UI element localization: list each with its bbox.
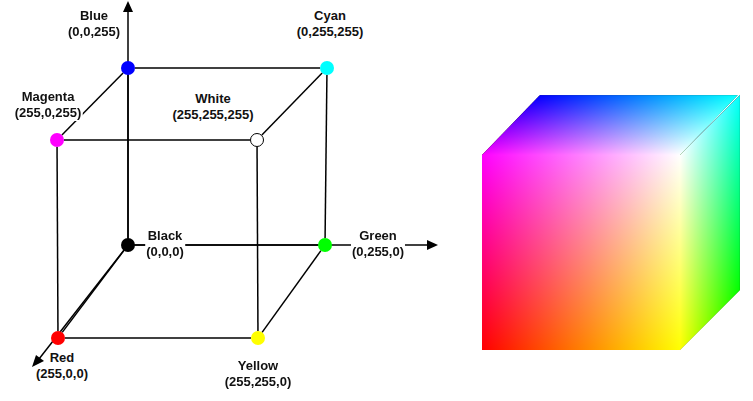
color-name: Green — [358, 228, 398, 244]
color-name: Magenta — [21, 89, 76, 105]
color-name: Red — [49, 350, 76, 366]
cube-edge — [257, 147, 259, 331]
cube-edge — [65, 338, 251, 339]
rgb-value: (0,255,0) — [351, 244, 405, 260]
cube-edge — [262, 73, 322, 135]
axis-lines — [39, 10, 428, 359]
cube-edge — [262, 251, 321, 333]
color-vertex: Cyan(0,255,255) — [320, 61, 334, 75]
cube-edge — [135, 68, 320, 69]
color-name: White — [194, 91, 231, 107]
color-vertex: Red(255,0,0) — [51, 331, 65, 345]
color-vertex: Magenta(255,0,255) — [50, 133, 64, 147]
vertex-label: Cyan(0,255,255) — [296, 8, 365, 40]
color-vertex: Blue(0,0,255) — [121, 61, 135, 75]
cube-edge — [128, 75, 129, 238]
axis-arrowheads — [32, 1, 438, 367]
color-vertex: Green(0,255,0) — [318, 238, 332, 252]
color-vertex: Black(0,0,0) — [121, 238, 135, 252]
rgb-value: (0,0,255) — [67, 24, 121, 40]
vertex-label: Magenta(255,0,255) — [14, 89, 83, 121]
vertex-label: Green(0,255,0) — [351, 228, 405, 260]
color-name: Black — [147, 228, 184, 244]
cube-edge — [325, 75, 327, 238]
vertex-label: Red(255,0,0) — [35, 350, 89, 382]
vertex-label: White(255,255,255) — [172, 91, 255, 123]
cube-edge — [57, 147, 59, 331]
color-vertex: Yellow(255,255,0) — [251, 331, 265, 345]
color-cube — [482, 95, 740, 350]
rgb-value: (255,0,0) — [35, 366, 89, 382]
vertex-label: Blue(0,0,255) — [67, 8, 121, 40]
cube-edge — [62, 251, 124, 333]
rgb-value: (0,255,255) — [296, 24, 365, 40]
vertex-label: Yellow(255,255,0) — [224, 358, 293, 390]
cube-edge — [64, 140, 250, 141]
rgb-value: (255,255,0) — [224, 374, 293, 390]
rgb-value: (0,0,0) — [145, 244, 185, 260]
color-name: Blue — [79, 8, 109, 24]
rgb-value: (255,255,255) — [172, 107, 255, 123]
rgb-value: (255,0,255) — [14, 105, 83, 121]
color-name: Yellow — [237, 358, 279, 374]
vertex-label: Black(0,0,0) — [145, 228, 185, 260]
color-name: Cyan — [313, 8, 347, 24]
color-vertex: White(255,255,255) — [250, 133, 264, 147]
